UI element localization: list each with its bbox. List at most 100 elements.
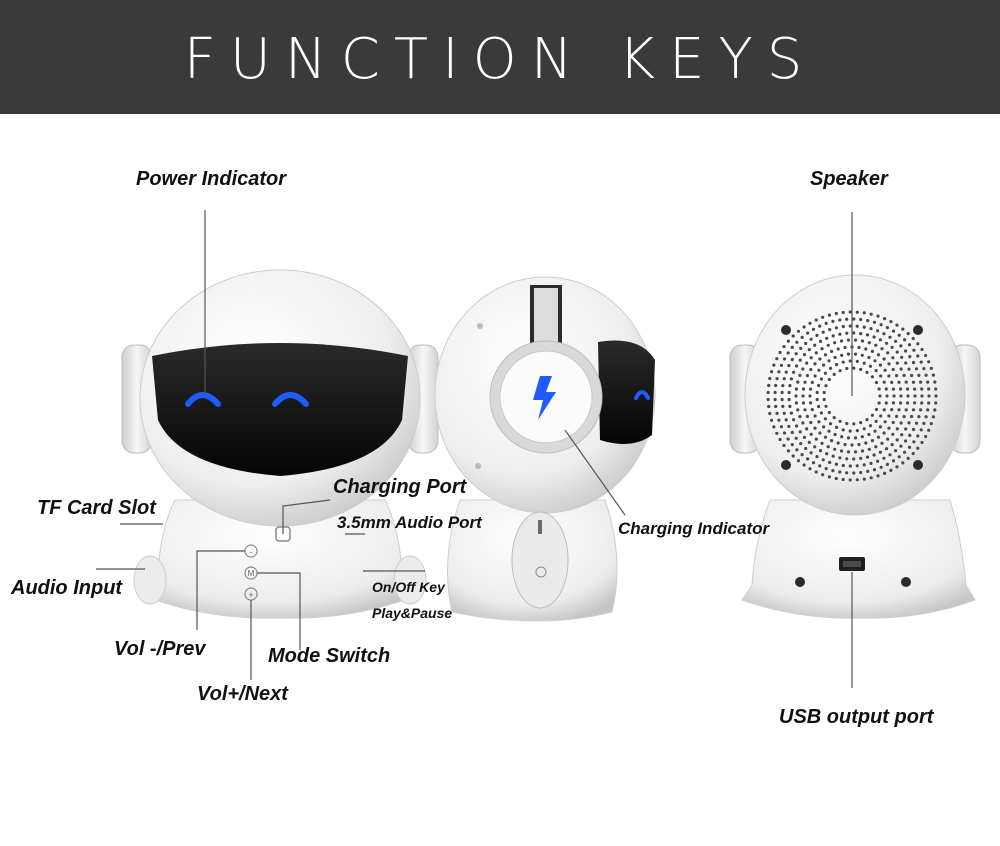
speaker-hole xyxy=(808,467,812,471)
speaker-hole xyxy=(879,414,883,418)
speaker-hole xyxy=(916,434,920,438)
speaker-hole xyxy=(782,377,786,381)
speaker-hole xyxy=(831,469,835,473)
speaker-hole xyxy=(895,427,899,431)
speaker-hole xyxy=(838,419,842,423)
speaker-hole xyxy=(920,387,924,391)
robot-front-visor xyxy=(152,343,408,476)
speaker-hole xyxy=(817,383,821,388)
speaker-hole xyxy=(874,369,878,373)
speaker-hole xyxy=(883,420,887,424)
speaker-hole xyxy=(857,345,861,350)
speaker-hole xyxy=(824,467,828,471)
speaker-hole xyxy=(895,323,899,327)
label-audio-input: Audio Input xyxy=(11,577,123,599)
speaker-hole xyxy=(794,436,798,440)
speaker-hole xyxy=(814,318,818,322)
speaker-hole xyxy=(888,453,892,457)
robot-side-back-panel xyxy=(511,511,569,609)
speaker-hole xyxy=(813,414,817,418)
speaker-hole xyxy=(865,333,870,337)
speaker-hole xyxy=(866,469,870,473)
speaker-hole xyxy=(862,427,866,431)
speaker-hole xyxy=(822,363,826,367)
speaker-hole xyxy=(820,347,824,351)
speaker-hole xyxy=(901,461,905,465)
speaker-hole xyxy=(859,470,863,475)
label-on-off-key: On/Off Key xyxy=(372,579,445,595)
speaker-hole xyxy=(859,317,863,322)
speaker-hole xyxy=(784,370,788,374)
speaker-hole xyxy=(845,317,849,321)
speaker-hole xyxy=(830,349,834,353)
speaker-hole xyxy=(808,321,812,325)
speaker-hole xyxy=(792,418,796,422)
speaker-hole xyxy=(796,329,801,333)
speaker-hole xyxy=(768,411,772,416)
speaker-hole xyxy=(813,445,817,449)
speaker-hole xyxy=(892,394,896,398)
speaker-hole xyxy=(786,339,791,343)
robot-front-right-arm xyxy=(393,555,427,605)
speaker-hole xyxy=(846,436,851,440)
speaker-hole xyxy=(873,429,877,433)
speaker-hole xyxy=(835,363,839,367)
speaker-hole xyxy=(846,352,851,356)
speaker-hole xyxy=(876,314,880,318)
speaker-hole xyxy=(904,380,908,384)
speaker-hole xyxy=(876,353,881,357)
speaker-hole xyxy=(802,353,807,357)
speaker-hole xyxy=(908,355,912,359)
speaker-hole xyxy=(870,439,875,443)
speaker-hole xyxy=(913,387,917,391)
speaker-hole xyxy=(885,326,890,330)
speaker-hole xyxy=(809,451,813,455)
power-indicator-left-eye xyxy=(185,392,221,407)
speaker-hole xyxy=(772,425,776,429)
speaker-hole xyxy=(820,441,824,445)
speaker-hole xyxy=(841,477,845,482)
speaker-hole xyxy=(787,424,791,428)
speaker-hole xyxy=(805,414,810,418)
speaker-hole xyxy=(814,351,818,355)
speaker-hole xyxy=(917,373,921,377)
speaker-hole xyxy=(815,455,819,459)
label-charging-indicator: Charging Indicator xyxy=(618,519,770,538)
speaker-hole xyxy=(855,464,859,468)
speaker-hole xyxy=(786,351,790,355)
speaker-hole xyxy=(794,352,798,356)
speaker-hole xyxy=(914,421,919,425)
speaker-hole xyxy=(817,420,821,424)
speaker-hole xyxy=(857,442,861,447)
speaker-hole xyxy=(819,377,824,381)
speaker-hole xyxy=(821,330,825,334)
speaker-hole xyxy=(829,366,833,370)
speaker-hole xyxy=(784,418,788,422)
speaker-hole xyxy=(780,390,784,395)
speaker-hole xyxy=(848,464,852,468)
speaker-hole xyxy=(777,370,781,374)
speaker-hole xyxy=(827,410,831,415)
speaker-hole xyxy=(891,356,895,360)
speaker-hole xyxy=(906,387,910,391)
speaker-hole xyxy=(775,411,779,415)
speaker-hole xyxy=(848,429,852,433)
robot-back-view xyxy=(729,274,981,619)
speaker-hole xyxy=(775,431,779,435)
speaker-hole xyxy=(813,426,817,430)
speaker-hole xyxy=(777,418,781,422)
speaker-hole xyxy=(931,415,936,419)
speaker-hole xyxy=(904,439,908,443)
speaker-hole xyxy=(845,471,849,475)
speaker-hole xyxy=(891,401,896,405)
speaker-hole xyxy=(773,397,777,402)
speaker-hole xyxy=(843,442,847,447)
speaker-hole xyxy=(890,408,894,412)
speaker-hole xyxy=(862,325,866,329)
speaker-hole xyxy=(889,320,893,324)
speaker-hole xyxy=(914,367,919,371)
speaker-hole xyxy=(872,335,876,339)
speaker-hole xyxy=(876,435,881,439)
speaker-hole xyxy=(796,380,800,384)
